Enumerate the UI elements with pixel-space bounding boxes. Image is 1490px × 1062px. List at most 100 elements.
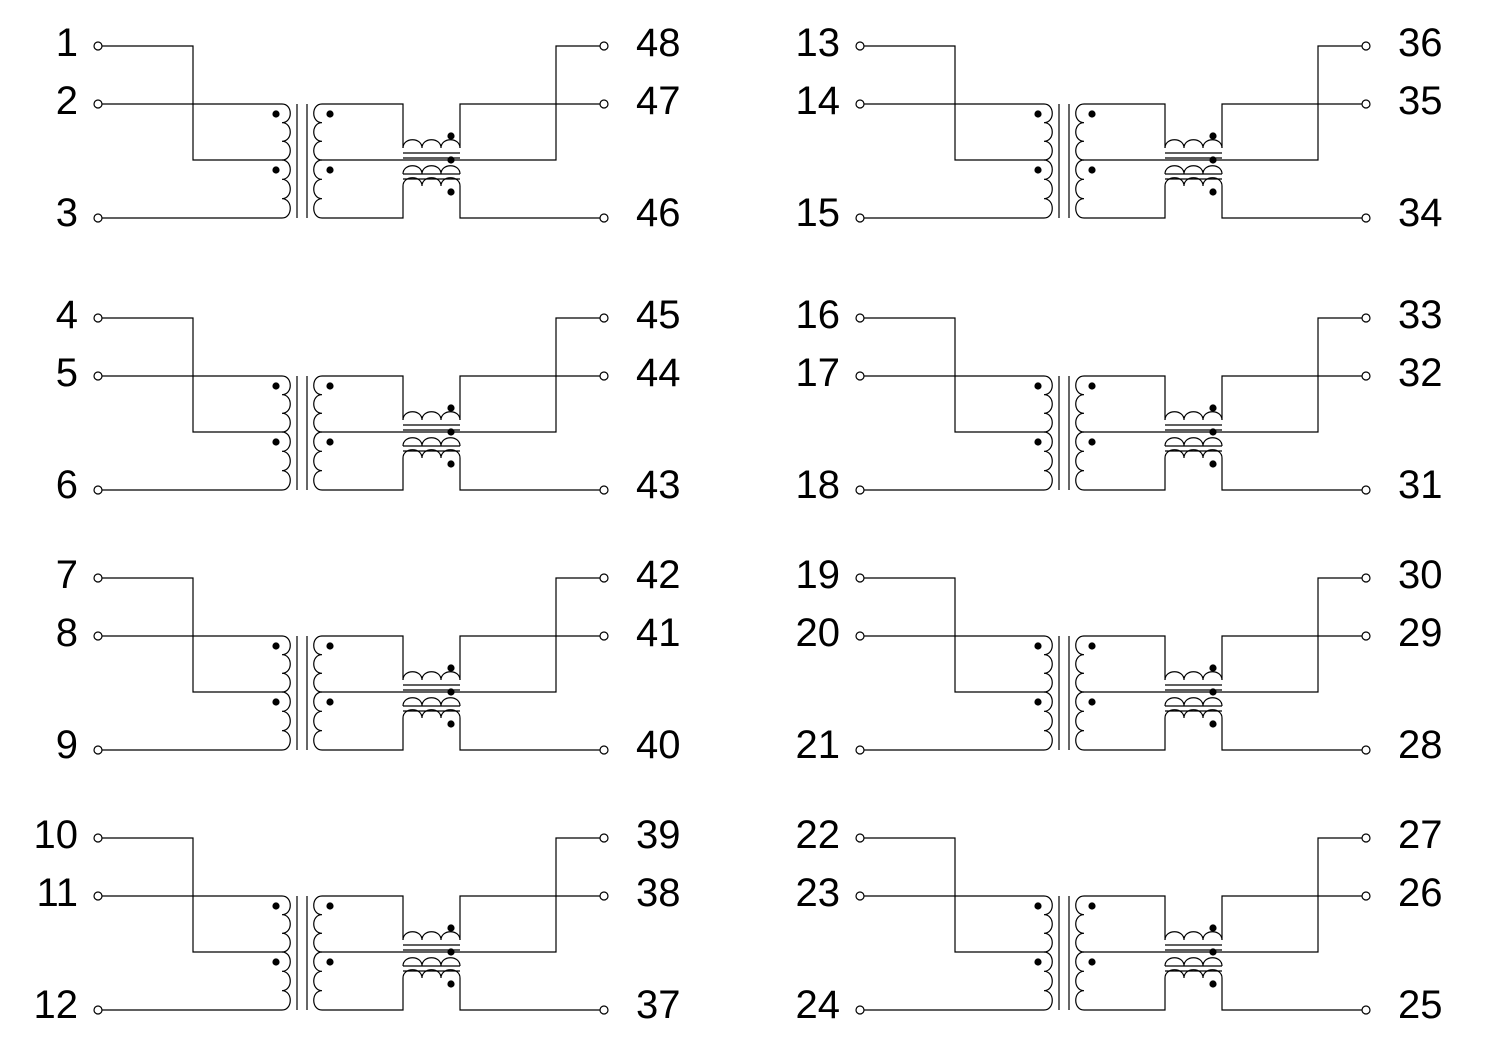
- secondary-winding: [1075, 103, 1085, 161]
- choke-winding: [402, 411, 461, 421]
- pin-label: 8: [56, 611, 78, 655]
- pin-terminal: [855, 371, 865, 381]
- choke-winding: [1164, 165, 1223, 175]
- pin-label: 4: [56, 293, 78, 337]
- wire: [322, 895, 404, 940]
- primary-winding: [1043, 375, 1053, 433]
- primary-winding: [281, 895, 291, 953]
- polarity-dot: [272, 698, 280, 706]
- pin-label: 20: [796, 611, 841, 655]
- wire: [864, 837, 1044, 953]
- wire: [1221, 458, 1362, 491]
- secondary-winding: [1075, 691, 1085, 751]
- secondary-winding: [313, 375, 323, 433]
- wire: [1084, 837, 1362, 953]
- pin-label: 31: [1398, 463, 1443, 507]
- pin-label: 21: [796, 723, 841, 767]
- wire: [459, 718, 600, 751]
- polarity-dot: [326, 958, 334, 966]
- primary-winding: [1043, 895, 1053, 953]
- pin-terminal: [93, 371, 103, 381]
- polarity-dot: [272, 958, 280, 966]
- secondary-winding: [313, 103, 323, 161]
- pin-terminal: [855, 485, 865, 495]
- pin-label: 22: [796, 813, 841, 857]
- choke-winding: [402, 969, 461, 979]
- wire: [322, 103, 404, 148]
- polarity-dot: [1209, 924, 1217, 932]
- choke-winding: [1164, 957, 1223, 967]
- polarity-dot: [1088, 902, 1096, 910]
- pin-terminal: [1361, 631, 1371, 641]
- polarity-dot: [1034, 698, 1042, 706]
- primary-winding: [1043, 951, 1053, 1011]
- polarity-dot: [272, 642, 280, 650]
- pin-label: 30: [1398, 553, 1443, 597]
- choke-winding: [1164, 671, 1223, 681]
- choke-winding: [402, 931, 461, 941]
- pin-label: 23: [796, 871, 841, 915]
- choke-winding: [1164, 697, 1223, 707]
- secondary-winding: [313, 159, 323, 219]
- polarity-dot: [272, 438, 280, 446]
- pin-label: 32: [1398, 351, 1443, 395]
- pin-label: 35: [1398, 79, 1443, 123]
- polarity-dot: [1088, 382, 1096, 390]
- secondary-winding: [313, 691, 323, 751]
- pin-terminal: [855, 213, 865, 223]
- pin-label: 3: [56, 191, 78, 235]
- secondary-winding: [313, 951, 323, 1011]
- pin-label: 46: [636, 191, 681, 235]
- pin-label: 19: [796, 553, 841, 597]
- pin-label: 7: [56, 553, 78, 597]
- primary-winding: [281, 635, 291, 693]
- wire: [322, 978, 404, 1011]
- pin-terminal: [855, 1005, 865, 1015]
- pin-label: 24: [796, 983, 841, 1027]
- choke-winding: [402, 449, 461, 459]
- wire: [1084, 458, 1166, 491]
- wire: [322, 375, 404, 420]
- polarity-dot: [447, 980, 455, 988]
- wire: [864, 317, 1044, 433]
- pin-label: 18: [796, 463, 841, 507]
- pin-terminal: [93, 485, 103, 495]
- pin-terminal: [855, 573, 865, 583]
- pin-terminal: [855, 313, 865, 323]
- pin-label: 42: [636, 553, 681, 597]
- polarity-dot: [1088, 110, 1096, 118]
- choke-winding: [402, 437, 461, 447]
- polarity-dot: [326, 110, 334, 118]
- pin-terminal: [93, 313, 103, 323]
- choke-winding: [1164, 709, 1223, 719]
- polarity-dot: [1034, 438, 1042, 446]
- pin-label: 38: [636, 871, 681, 915]
- pin-label: 16: [796, 293, 841, 337]
- wire: [1221, 978, 1362, 1011]
- pin-terminal: [93, 99, 103, 109]
- pin-terminal: [599, 891, 609, 901]
- pin-terminal: [93, 1005, 103, 1015]
- pin-label: 33: [1398, 293, 1443, 337]
- pin-terminal: [599, 41, 609, 51]
- pin-label: 9: [56, 723, 78, 767]
- pin-terminal: [599, 313, 609, 323]
- primary-winding: [281, 951, 291, 1011]
- polarity-dot: [326, 698, 334, 706]
- pin-label: 14: [796, 79, 841, 123]
- polarity-dot: [1034, 110, 1042, 118]
- wire: [1084, 103, 1166, 148]
- wire: [459, 186, 600, 219]
- pin-terminal: [855, 891, 865, 901]
- pin-terminal: [855, 99, 865, 109]
- wire: [322, 837, 600, 953]
- wire: [322, 458, 404, 491]
- pin-label: 44: [636, 351, 681, 395]
- wire: [1084, 45, 1362, 161]
- choke-winding: [402, 177, 461, 187]
- wire: [322, 577, 600, 693]
